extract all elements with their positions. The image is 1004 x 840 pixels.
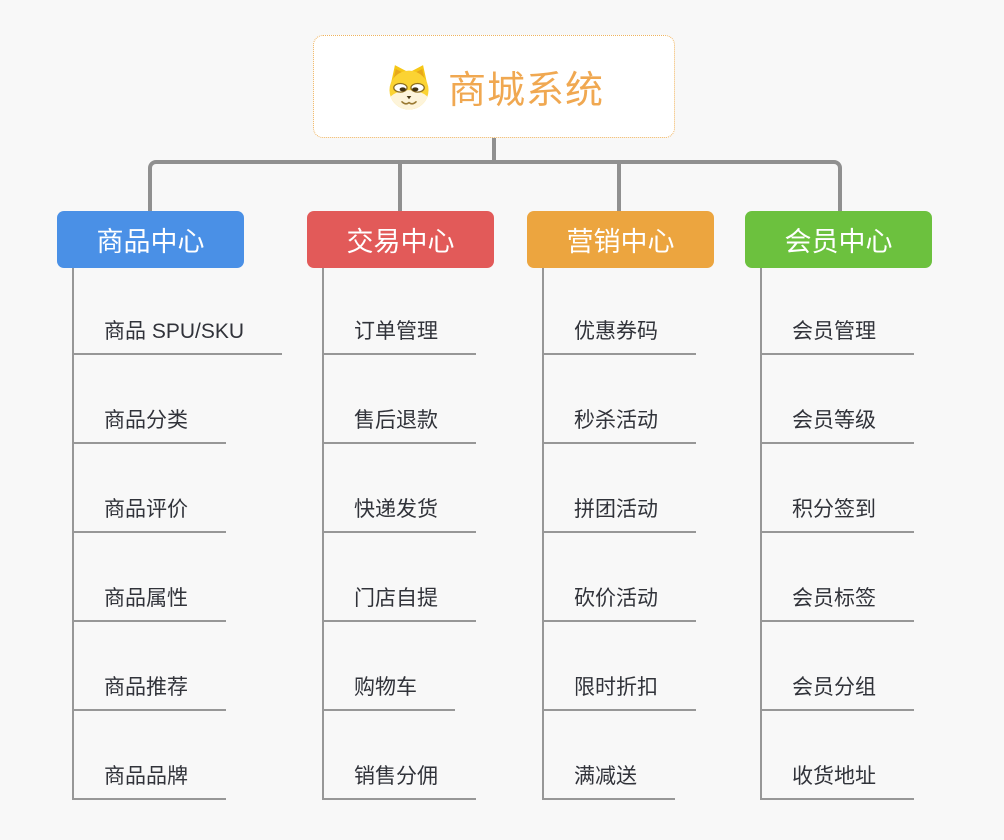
leaf-node[interactable]: 砍价活动 (542, 586, 696, 622)
connector-drop-trade (398, 160, 402, 212)
leaf-node[interactable]: 限时折扣 (542, 675, 696, 711)
leaf-node[interactable]: 购物车 (322, 675, 455, 711)
branch-node-product-center[interactable]: 商品中心 (57, 211, 244, 268)
branch-node-marketing-center[interactable]: 营销中心 (527, 211, 714, 268)
spine-marketing (542, 268, 544, 799)
leaf-node[interactable]: 会员等级 (760, 408, 914, 444)
spine-product (72, 268, 74, 799)
root-title: 商城系统 (447, 70, 604, 112)
leaf-node[interactable]: 秒杀活动 (542, 408, 696, 444)
leaf-node[interactable]: 商品推荐 (72, 675, 226, 711)
leaf-node[interactable]: 积分签到 (760, 497, 914, 533)
leaf-node[interactable]: 收货地址 (760, 764, 914, 800)
leaf-node[interactable]: 订单管理 (322, 319, 476, 355)
connector-elbow-left (148, 160, 494, 212)
branch-node-member-center[interactable]: 会员中心 (745, 211, 932, 268)
spine-trade (322, 268, 324, 799)
connector-elbow-right (494, 160, 842, 212)
root-node-mall-system[interactable]: 商城系统 (313, 35, 675, 138)
branch-node-trade-center[interactable]: 交易中心 (307, 211, 494, 268)
dog-face-icon (389, 64, 429, 110)
branch-label: 商品中心 (96, 227, 205, 257)
leaf-node[interactable]: 会员标签 (760, 586, 914, 622)
leaf-node[interactable]: 快递发货 (322, 497, 476, 533)
connector-root-drop (492, 138, 496, 164)
leaf-node[interactable]: 门店自提 (322, 586, 476, 622)
leaf-node[interactable]: 满减送 (542, 764, 675, 800)
leaf-node[interactable]: 会员分组 (760, 675, 914, 711)
leaf-node[interactable]: 会员管理 (760, 319, 914, 355)
leaf-node[interactable]: 拼团活动 (542, 497, 696, 533)
branch-label: 交易中心 (346, 227, 455, 257)
leaf-node[interactable]: 商品评价 (72, 497, 226, 533)
branch-label: 营销中心 (566, 227, 675, 257)
leaf-node[interactable]: 商品分类 (72, 408, 226, 444)
leaf-node[interactable]: 销售分佣 (322, 764, 476, 800)
leaf-node[interactable]: 售后退款 (322, 408, 476, 444)
spine-member (760, 268, 762, 799)
branch-label: 会员中心 (784, 227, 893, 257)
connector-drop-marketing (617, 160, 621, 212)
leaf-node[interactable]: 优惠券码 (542, 319, 696, 355)
leaf-node[interactable]: 商品品牌 (72, 764, 226, 800)
leaf-node[interactable]: 商品属性 (72, 586, 226, 622)
leaf-node[interactable]: 商品 SPU/SKU (72, 319, 283, 355)
